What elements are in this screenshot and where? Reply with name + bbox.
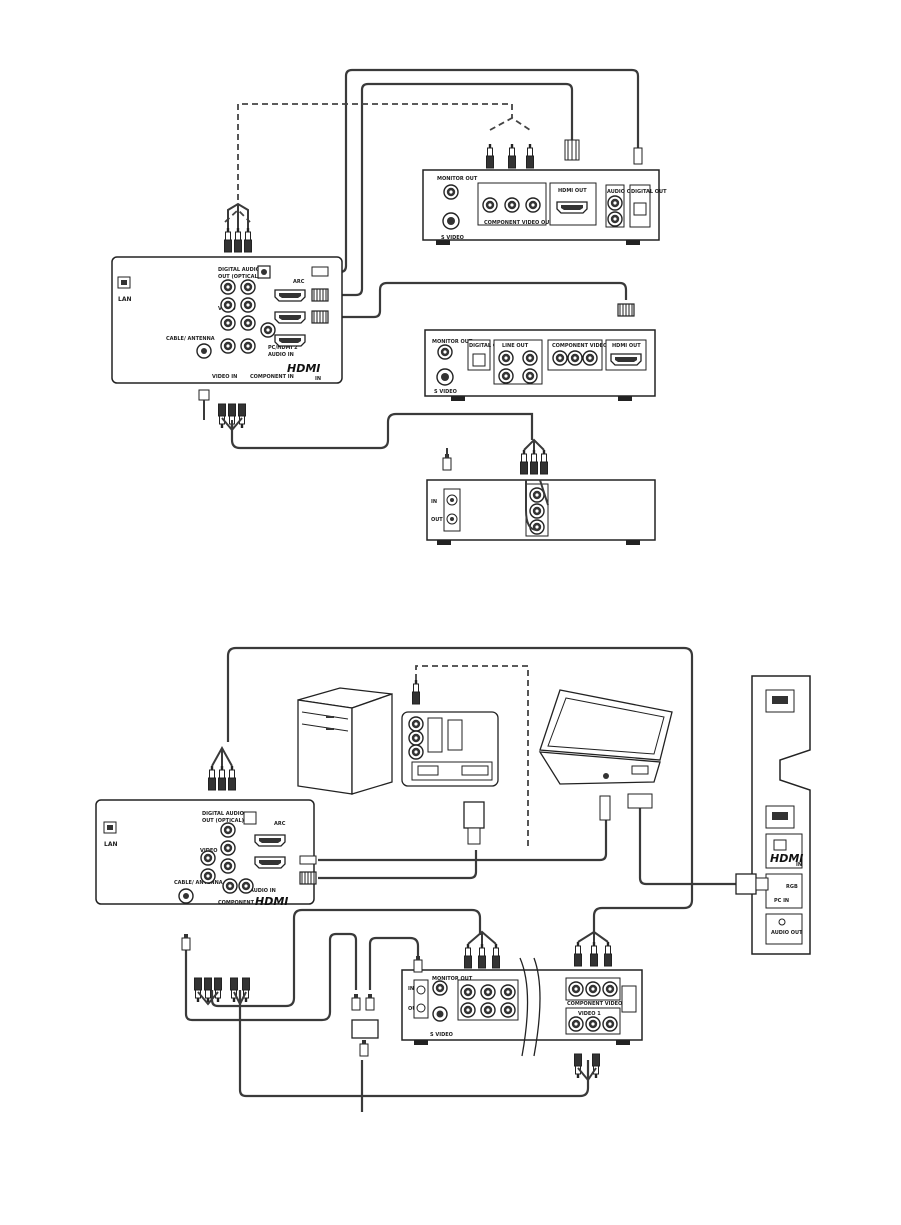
antenna-splitter xyxy=(351,993,379,1057)
tv-top-audio-in-label: AUDIO IN xyxy=(268,352,294,358)
side-rgb-label: RGB xyxy=(786,884,798,890)
side-hdmi-in-label: IN xyxy=(796,862,802,868)
tv-bottom-audio-in-label: AUDIO IN xyxy=(250,888,276,894)
tv-bottom-component-label: COMPONENT xyxy=(218,900,255,906)
bottom-dashed-cable xyxy=(415,665,529,850)
vcr-out-label: OUT xyxy=(431,517,443,523)
recorder-monitor-out-label: MONITOR OUT xyxy=(432,976,473,982)
bd-monitor-out-label: MONITOR OUT xyxy=(432,339,473,345)
laptop xyxy=(538,689,673,821)
tv-top-hdmi-in-label: IN xyxy=(315,376,321,382)
side-pc-in-label: PC IN xyxy=(774,898,789,904)
tv-top-video-in-label: VIDEO IN xyxy=(212,374,237,380)
tv-bottom-lan-label: LAN xyxy=(104,841,118,848)
tv-top-digital-audio-label: DIGITAL AUDIO xyxy=(218,267,260,273)
tv-top-pc-hdmi-label: PC/HDMI 2 xyxy=(268,345,298,351)
tv-top-lan-label: LAN xyxy=(118,296,132,303)
dvd-digital-out-label: DIGITAL OUT xyxy=(631,189,667,195)
tv-bottom-optical-label: OUT (OPTICAL) xyxy=(202,818,244,824)
vcr: IN OUT xyxy=(426,438,656,545)
bd-component-out-label: COMPONENT VIDEO OUT xyxy=(552,343,621,349)
tv-bottom-arc-label: ARC xyxy=(274,821,286,827)
desktop-pc xyxy=(297,679,499,845)
tv-panel-top: LAN DIGITAL AUDIO OUT (OPTICAL) VIDEO CA… xyxy=(111,202,343,432)
recorder: MONITOR OUT IN OUT S VIDEO COMPONENT VID… xyxy=(401,930,643,1082)
dvd-audio-out-label: AUDIO OUT xyxy=(607,189,639,195)
dvd-component-out-label: COMPONENT VIDEO OUT xyxy=(484,220,553,226)
tv-top-cable-antenna-label: CABLE/ ANTENNA xyxy=(166,336,215,342)
tv-bottom-hdmi-logo: HDMI xyxy=(255,895,288,908)
tv-top-arc-label: ARC xyxy=(293,279,305,285)
dvd-player: MONITOR OUT S VIDEO COMPONENT VIDEO OUT … xyxy=(422,139,667,245)
dvd-hdmi-out-label: HDMI OUT xyxy=(558,188,587,194)
dvd-monitor-out-label: MONITOR OUT xyxy=(437,176,478,182)
tv-bottom-digital-audio-label: DIGITAL AUDIO xyxy=(202,811,244,817)
tv-top-component-in-label: COMPONENT IN xyxy=(250,374,294,380)
tv-bottom-cable-antenna-label: CABLE/ ANTENNA xyxy=(174,880,223,886)
recorder-video1-label: VIDEO 1 xyxy=(578,1011,601,1017)
tv-panel-bottom: LAN DIGITAL AUDIO OUT (OPTICAL) VIDEO CA… xyxy=(95,745,317,1007)
recorder-in-label: IN xyxy=(408,986,414,992)
bd-hdmi-out-label: HDMI OUT xyxy=(612,343,641,349)
recorder-component-out-label: COMPONENT VIDEO OUT xyxy=(567,1001,636,1007)
side-hdmi-logo: HDMI xyxy=(770,852,803,865)
vcr-in-label: IN xyxy=(431,499,437,505)
bd-player: MONITOR OUT S VIDEO DIGITAL OUT (OPTICAL… xyxy=(424,303,656,401)
bd-line-out-label: LINE OUT xyxy=(502,343,529,349)
bottom-cables xyxy=(184,646,736,1112)
tv-top-optical-label: OUT (OPTICAL) xyxy=(218,274,260,280)
top-cables xyxy=(230,68,640,450)
top-dashed-cable xyxy=(224,103,531,223)
tv-top-hdmi-logo: HDMI xyxy=(287,362,320,375)
tv-side-panel: HDMI IN RGB PC IN AUDIO OUT xyxy=(735,675,811,955)
bd-s-video-label: S VIDEO xyxy=(434,389,457,395)
dvd-s-video-label: S VIDEO xyxy=(441,235,464,241)
side-audio-out-label: AUDIO OUT xyxy=(771,930,803,936)
recorder-s-video-label: S VIDEO xyxy=(430,1032,453,1038)
